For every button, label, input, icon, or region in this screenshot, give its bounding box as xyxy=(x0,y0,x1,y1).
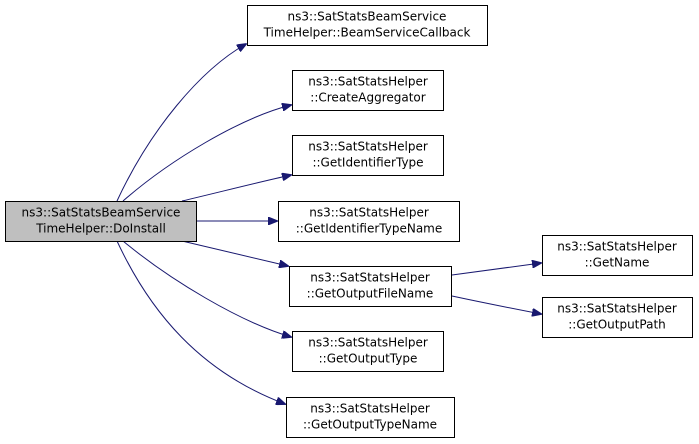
node-box xyxy=(542,235,693,276)
node-box xyxy=(289,266,452,307)
node-get-output-file-name[interactable]: ns3::SatStatsHelper ::GetOutputFileName xyxy=(289,266,452,307)
node-get-output-type-name[interactable]: ns3::SatStatsHelper ::GetOutputTypeName xyxy=(286,397,455,438)
node-label-line1: ns3::SatStatsHelper xyxy=(310,271,430,285)
node-label-line1: ns3::SatStatsHelper xyxy=(308,336,428,350)
node-get-output-path[interactable]: ns3::SatStatsHelper ::GetOutputPath xyxy=(542,297,693,338)
node-label-line1: ns3::SatStatsHelper xyxy=(309,206,429,220)
node-box xyxy=(247,5,488,46)
node-label-line2: ::GetOutputFileName xyxy=(307,287,434,301)
node-label-line1: ns3::SatStatsHelper xyxy=(308,75,428,89)
edge-root-to-get-identifier-type xyxy=(181,175,291,202)
edge-root-to-create-aggregator xyxy=(122,105,291,202)
edge-get-output-file-name-to-get-output-path xyxy=(451,295,541,314)
node-label-line2: ::GetIdentifierType xyxy=(312,156,423,170)
node-label-line2: ::GetName xyxy=(585,256,650,270)
node-label-line1: ns3::SatStatsHelper xyxy=(310,402,430,416)
node-label-line1: ns3::SatStatsHelper xyxy=(557,240,677,254)
node-get-output-type[interactable]: ns3::SatStatsHelper ::GetOutputType xyxy=(292,331,444,372)
edge-root-to-get-output-file-name xyxy=(181,240,288,266)
node-box xyxy=(5,201,197,242)
node-label-line1: ns3::SatStatsBeamService xyxy=(22,206,181,220)
node-root-do-install[interactable]: ns3::SatStatsBeamService TimeHelper::DoI… xyxy=(5,201,197,242)
node-box xyxy=(286,397,455,438)
node-beam-service-callback[interactable]: ns3::SatStatsBeamService TimeHelper::Bea… xyxy=(247,5,488,46)
edge-root-to-get-output-type xyxy=(122,240,291,337)
node-box xyxy=(278,201,460,242)
node-box xyxy=(292,331,444,372)
node-label-line2: ::GetOutputType xyxy=(319,352,418,366)
node-get-identifier-type[interactable]: ns3::SatStatsHelper ::GetIdentifierType xyxy=(292,135,444,176)
node-label-line2: ::GetOutputTypeName xyxy=(303,418,437,432)
node-box xyxy=(542,297,693,338)
edge-root-to-beam-service-callback xyxy=(116,44,246,202)
edges xyxy=(116,44,541,404)
edge-root-to-get-output-type-name xyxy=(116,240,285,404)
node-box xyxy=(292,135,444,176)
node-label-line2: ::GetOutputPath xyxy=(568,318,666,332)
node-label-line2: ::GetIdentifierTypeName xyxy=(296,222,443,236)
node-get-name[interactable]: ns3::SatStatsHelper ::GetName xyxy=(542,235,693,276)
node-label-line2: TimeHelper::DoInstall xyxy=(35,222,166,236)
node-label-line2: TimeHelper::BeamServiceCallback xyxy=(263,26,471,40)
edge-get-output-file-name-to-get-name xyxy=(451,263,541,276)
node-box xyxy=(292,70,444,111)
node-create-aggregator[interactable]: ns3::SatStatsHelper ::CreateAggregator xyxy=(292,70,444,111)
node-get-identifier-type-name[interactable]: ns3::SatStatsHelper ::GetIdentifierTypeN… xyxy=(278,201,460,242)
node-label-line1: ns3::SatStatsBeamService xyxy=(288,10,447,24)
node-label-line1: ns3::SatStatsHelper xyxy=(308,140,428,154)
node-label-line1: ns3::SatStatsHelper xyxy=(557,302,677,316)
node-label-line2: ::CreateAggregator xyxy=(310,91,425,105)
